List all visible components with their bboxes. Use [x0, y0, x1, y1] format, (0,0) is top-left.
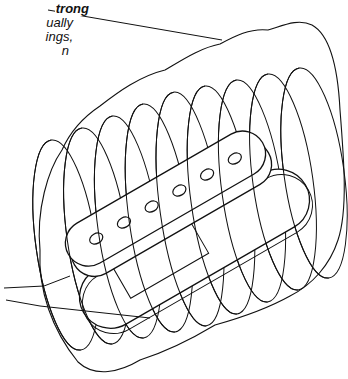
field-outline	[39, 22, 344, 371]
field-loop-front	[207, 80, 268, 306]
pole-pieces	[88, 151, 244, 247]
caption-fragment: trong	[55, 2, 90, 16]
caption-fragment: ings,	[45, 30, 74, 44]
field-loop-front	[238, 74, 298, 294]
field-loop-front	[175, 86, 237, 318]
front-field-lines	[22, 68, 329, 354]
field-loop-front	[144, 92, 207, 330]
field-loop-front	[52, 128, 112, 348]
field-loop-front	[83, 116, 144, 342]
field-loop-front	[22, 140, 81, 354]
field-loop-front	[270, 68, 329, 282]
leader-lines	[4, 10, 222, 318]
caption-fragment: n	[61, 44, 70, 58]
caption-fragment: ually	[45, 16, 74, 30]
field-loop-front	[113, 104, 175, 336]
magnetic-field-lines	[22, 64, 348, 354]
cover-top	[57, 123, 274, 275]
